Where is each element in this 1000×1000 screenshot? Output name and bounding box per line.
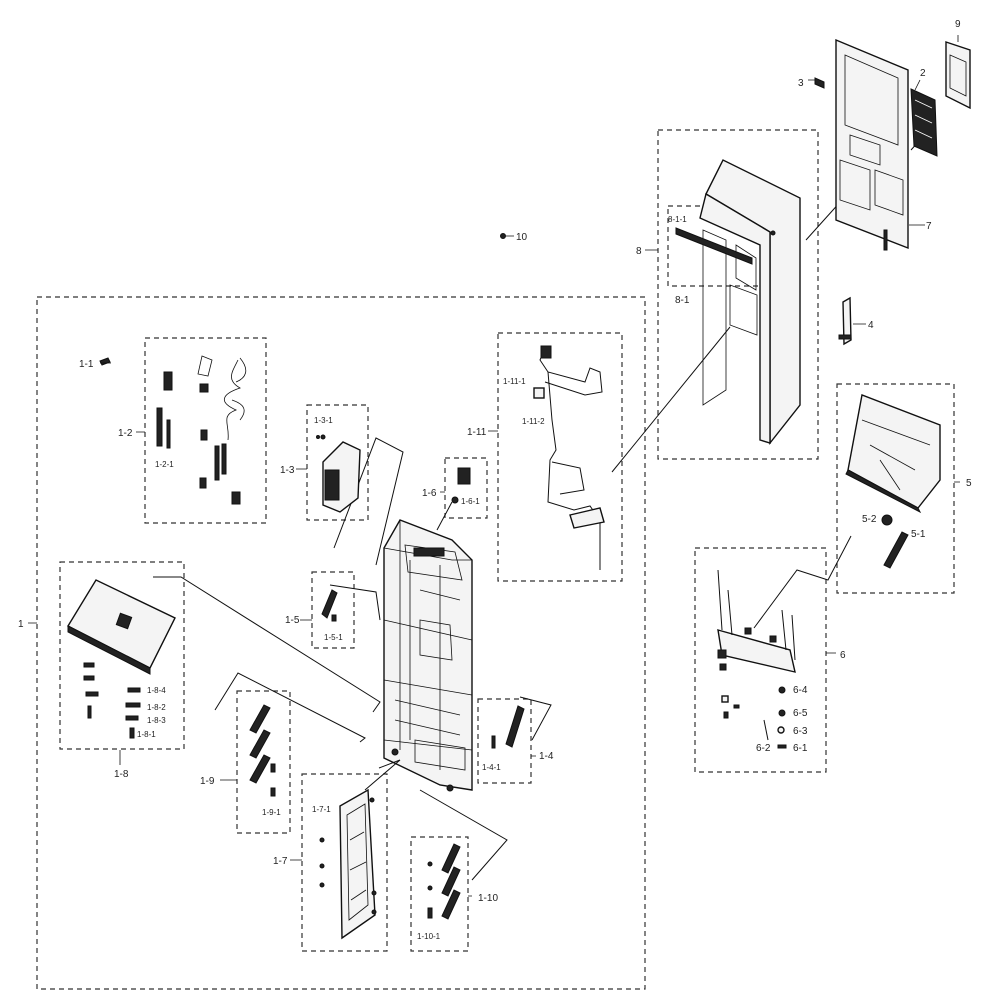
part-1-9-rails xyxy=(249,704,276,797)
label-2: 2 xyxy=(920,68,926,79)
label-5-1: 5-1 xyxy=(911,529,926,540)
label-1-11-2: 1-11-2 xyxy=(522,417,545,426)
group-box-1-7 xyxy=(301,773,388,952)
label-4: 4 xyxy=(868,320,874,331)
label-1-9: 1-9 xyxy=(200,776,215,787)
part-1-1-screw xyxy=(99,357,111,366)
part-1-2-electrical-parts xyxy=(156,355,247,505)
part-4-hinge xyxy=(838,296,852,346)
label-10: 10 xyxy=(516,232,528,243)
label-1-11-1: 1-11-1 xyxy=(503,377,526,386)
part-1-3-bracket xyxy=(316,434,361,513)
part-10-screw xyxy=(500,233,506,239)
label-6-4: 6-4 xyxy=(793,685,808,696)
part-7-front-panel xyxy=(835,38,909,251)
label-1-8: 1-8 xyxy=(114,769,129,780)
label-3: 3 xyxy=(798,78,804,89)
part-labels: 1 1-1 1-2 1-2-1 1-3 1-3-1 1-4 1-4-1 1-5 … xyxy=(18,19,972,941)
group-box-6 xyxy=(694,547,827,773)
label-1-5-1: 1-5-1 xyxy=(324,633,343,642)
label-1-2: 1-2 xyxy=(118,428,133,439)
part-9-cover xyxy=(945,41,971,110)
group-box-8 xyxy=(657,129,819,460)
main-cabinet xyxy=(383,519,473,792)
label-1-9-1: 1-9-1 xyxy=(262,808,281,817)
label-8-1: 8-1 xyxy=(675,295,690,306)
group-box-1-8 xyxy=(59,561,185,750)
part-2-display-board xyxy=(910,88,938,157)
group-box-1 xyxy=(36,296,646,990)
label-1-3: 1-3 xyxy=(280,465,295,476)
label-1-10-1: 1-10-1 xyxy=(417,932,441,941)
group-box-1-6 xyxy=(444,457,488,519)
label-8: 8 xyxy=(636,246,642,257)
label-1-6: 1-6 xyxy=(422,488,437,499)
part-8-door-assembly xyxy=(675,159,801,446)
part-5-tray xyxy=(845,394,941,569)
label-1-3-1: 1-3-1 xyxy=(314,416,333,425)
label-1-10: 1-10 xyxy=(478,893,498,904)
label-1-7-1: 1-7-1 xyxy=(312,805,331,814)
label-9: 9 xyxy=(955,19,961,30)
label-1-7: 1-7 xyxy=(273,856,288,867)
group-box-5 xyxy=(836,383,955,594)
label-1-4: 1-4 xyxy=(539,751,554,762)
label-1-8-1: 1-8-1 xyxy=(137,730,156,739)
group-box-1-11 xyxy=(497,332,623,582)
label-1-2-1: 1-2-1 xyxy=(155,460,174,469)
part-3-screw xyxy=(814,77,825,89)
label-5-2: 5-2 xyxy=(862,514,877,525)
part-1-4-rail xyxy=(491,705,525,749)
part-1-10-rails xyxy=(427,843,461,920)
label-6-5: 6-5 xyxy=(793,708,808,719)
group-box-1-4 xyxy=(477,698,532,784)
label-6-2: 6-2 xyxy=(756,743,771,754)
label-5: 5 xyxy=(966,478,972,489)
part-1-6-component xyxy=(451,467,471,504)
label-1-11: 1-11 xyxy=(467,427,487,438)
label-8-1-1: 8-1-1 xyxy=(668,215,687,224)
label-1: 1 xyxy=(18,619,24,630)
group-box-1-5 xyxy=(311,571,355,649)
part-1-5-rail xyxy=(321,589,338,622)
part-6-base-frame xyxy=(717,569,796,749)
part-1-7-door-panel xyxy=(319,788,377,940)
part-1-11-tubing xyxy=(533,345,605,570)
leader-lines xyxy=(153,139,921,881)
label-1-5: 1-5 xyxy=(285,615,300,626)
label-1-1: 1-1 xyxy=(79,359,94,370)
label-6: 6 xyxy=(840,650,846,661)
label-1-4-1: 1-4-1 xyxy=(482,763,501,772)
label-1-8-2: 1-8-2 xyxy=(147,703,166,712)
group-box-1-3 xyxy=(306,404,369,521)
label-7: 7 xyxy=(926,221,932,232)
group-box-1-9 xyxy=(236,690,291,834)
group-box-1-10 xyxy=(410,836,469,952)
label-6-3: 6-3 xyxy=(793,726,808,737)
label-1-8-3: 1-8-3 xyxy=(147,716,166,725)
label-1-6-1: 1-6-1 xyxy=(461,497,480,506)
label-ticks xyxy=(28,35,960,897)
label-1-8-4: 1-8-4 xyxy=(147,686,166,695)
part-1-8-cover-panel xyxy=(67,579,176,739)
label-6-1: 6-1 xyxy=(793,743,808,754)
